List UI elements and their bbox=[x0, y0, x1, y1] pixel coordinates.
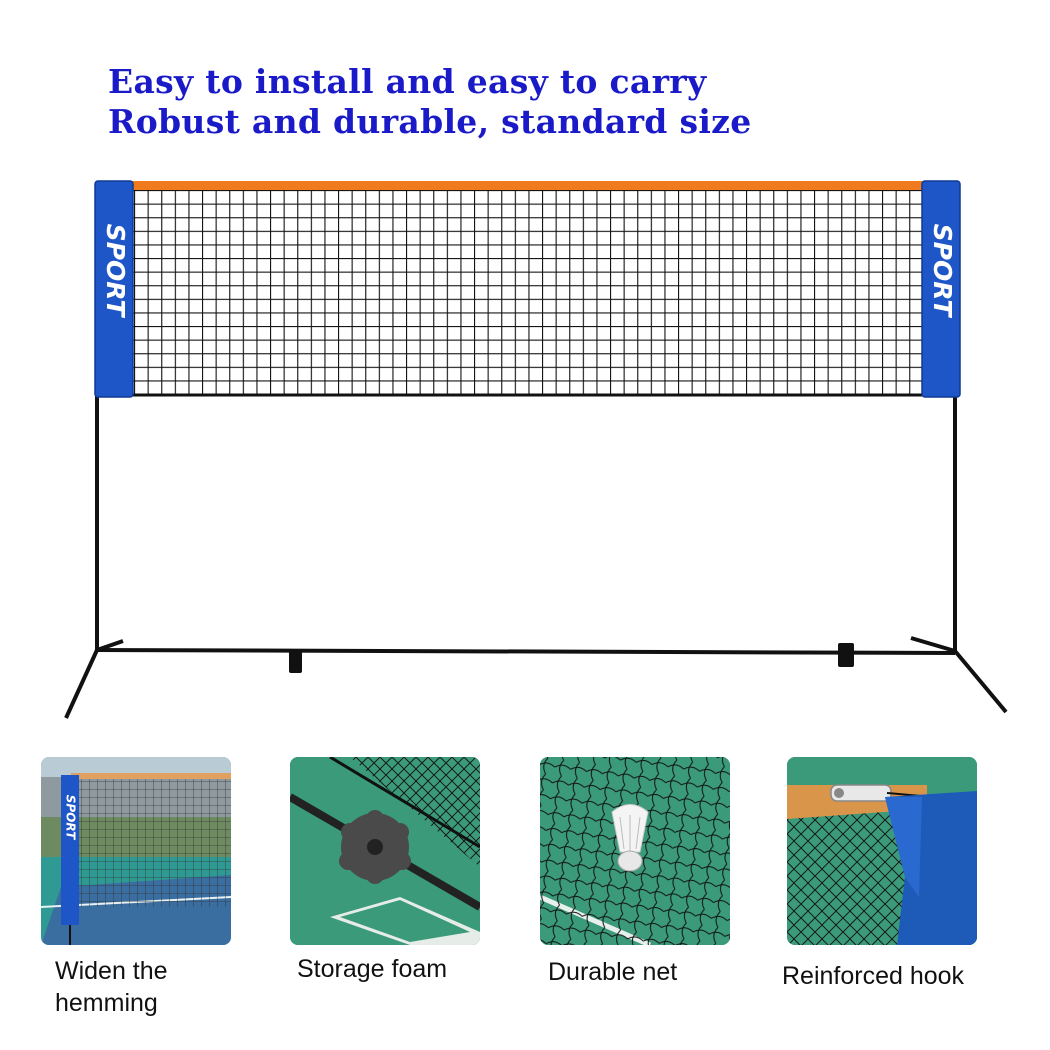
headline-line-2: Robust and durable, standard size bbox=[108, 102, 752, 141]
feature-photo-storage-foam bbox=[290, 757, 480, 945]
thumb-pole-label: SPORT bbox=[64, 795, 78, 840]
feature-caption-reinforced-hook: Reinforced hook bbox=[782, 962, 965, 990]
base-clip-right bbox=[838, 643, 854, 667]
badminton-net-product-image: SPORT SPORT bbox=[64, 180, 1008, 719]
headline: Easy to install and easy to carry Robust… bbox=[108, 62, 752, 142]
feature-photo-reinforced-hook bbox=[787, 757, 977, 945]
caption-line-2: hemming bbox=[55, 989, 158, 1017]
base-clip-left bbox=[289, 651, 302, 673]
left-foot-back bbox=[96, 639, 124, 652]
net-mesh bbox=[132, 190, 924, 394]
left-pole-cover bbox=[95, 181, 133, 397]
net-top-band bbox=[132, 181, 924, 190]
feature-caption-hemming: Widen the hemming bbox=[55, 955, 168, 1019]
right-foot-front bbox=[953, 649, 1008, 714]
left-foot-front bbox=[64, 649, 99, 719]
feature-caption-storage-foam: Storage foam bbox=[297, 955, 448, 983]
left-pole-label: SPORT bbox=[101, 224, 130, 319]
right-pole-cover bbox=[922, 181, 960, 397]
base-crossbar bbox=[96, 648, 956, 655]
feature-photo-durable-net bbox=[540, 757, 730, 945]
caption-line-1: Widen the bbox=[55, 957, 168, 985]
right-foot-back bbox=[910, 636, 956, 653]
headline-line-1: Easy to install and easy to carry bbox=[108, 62, 707, 101]
feature-caption-durable-net: Durable net bbox=[548, 958, 678, 986]
feature-photo-hemming: SPORT bbox=[41, 757, 231, 945]
right-pole-label: SPORT bbox=[928, 224, 957, 319]
